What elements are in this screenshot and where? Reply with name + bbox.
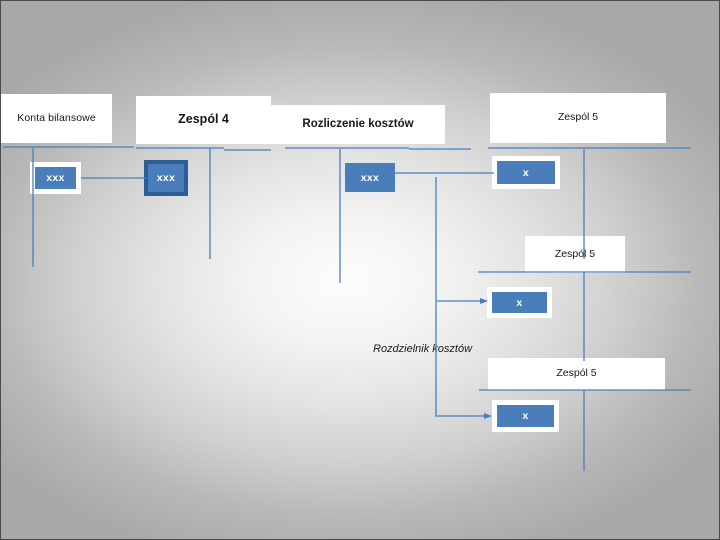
- label-konta-bilansowe-text: Konta bilansowe: [17, 111, 96, 124]
- label-zespol-5-bottom-text: Zespól 5: [556, 367, 597, 380]
- node-xxx-3[interactable]: xxx: [345, 163, 395, 192]
- node-x-6-label: x: [522, 410, 529, 422]
- node-xxx-2-label: xxx: [156, 172, 176, 184]
- label-zespol-5-middle: Zespól 5: [525, 236, 625, 273]
- text-rozdzielnik-kosztow: Rozdzielnik kosztów: [373, 343, 473, 355]
- label-zespol-5-bottom: Zespól 5: [488, 358, 665, 390]
- label-zespol-4: Zespól 4: [136, 96, 271, 144]
- label-konta-bilansowe: Konta bilansowe: [1, 94, 112, 143]
- node-x-4[interactable]: x: [492, 156, 560, 189]
- node-x-4-label: x: [522, 166, 530, 179]
- label-zespol-5-top-text: Zespól 5: [557, 111, 599, 124]
- node-x-5[interactable]: x: [487, 287, 552, 318]
- node-xxx-1-label: xxx: [46, 172, 65, 184]
- node-xxx-3-label: xxx: [360, 171, 380, 184]
- label-zespol-4-text: Zespól 4: [178, 112, 229, 127]
- label-rozliczenie-kosztow-text: Rozliczenie kosztów: [302, 118, 414, 131]
- label-zespol-5-middle-text: Zespól 5: [554, 247, 596, 260]
- node-x-5-label: x: [516, 296, 523, 309]
- label-zespol-5-top: Zespól 5: [490, 93, 666, 143]
- label-rozliczenie-kosztow: Rozliczenie kosztów: [271, 105, 445, 144]
- node-x-6[interactable]: x: [492, 400, 559, 432]
